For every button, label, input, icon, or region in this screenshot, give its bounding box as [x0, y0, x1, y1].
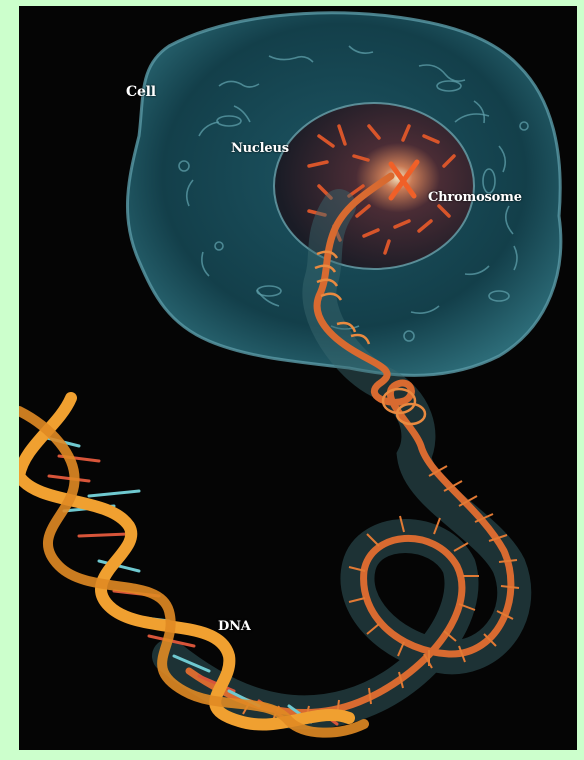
- nucleus-label: Nucleus: [231, 141, 289, 156]
- cell-label: Cell: [126, 84, 156, 100]
- chromosome-label: Chromosome: [428, 190, 522, 205]
- cell-to-dna-illustration: [19, 6, 577, 750]
- illustration-frame: Cell Nucleus Chromosome DNA: [19, 6, 577, 750]
- dna-label: DNA: [218, 619, 251, 634]
